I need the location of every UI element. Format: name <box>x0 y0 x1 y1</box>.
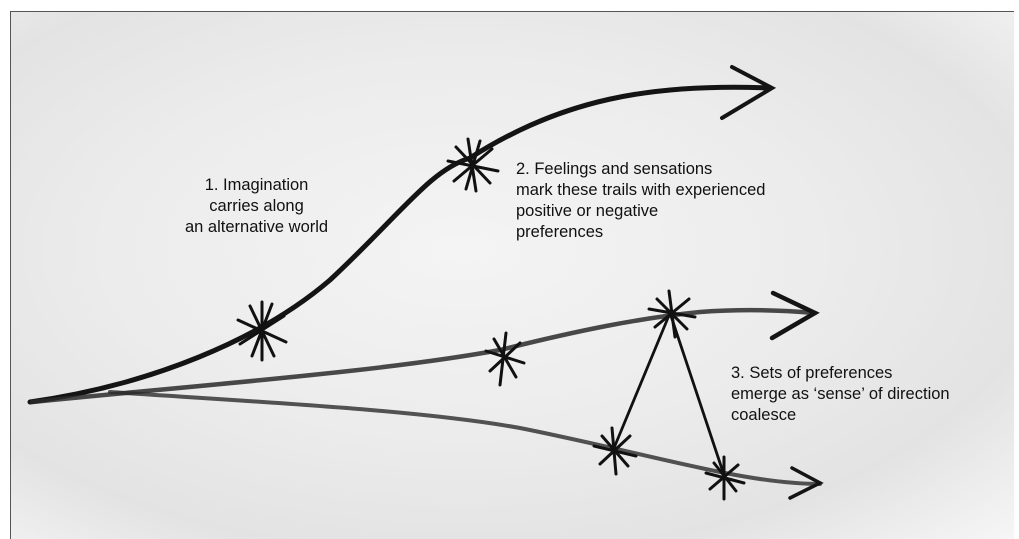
annotation-line: emerge as ‘sense’ of direction <box>731 385 950 403</box>
asterisk-mark-icon <box>647 289 697 339</box>
annotation-line: coalesce <box>731 406 797 424</box>
middle-trail <box>29 307 818 405</box>
upper-trail-arrowhead-icon <box>720 65 777 120</box>
lower-trail-arrowhead-icon <box>788 466 824 500</box>
paper-frame <box>10 11 1014 539</box>
preference-triangle <box>612 311 726 477</box>
annotation-line: 1. Imagination <box>204 176 309 194</box>
annotation-line: positive or negative <box>516 202 659 220</box>
upper-trail <box>27 84 773 405</box>
annotation-line: 2. Feelings and sensations <box>516 160 713 178</box>
asterisk-mark-icon <box>236 300 288 362</box>
lower-trail <box>108 390 822 486</box>
annotation-line: carries along <box>209 197 304 215</box>
annotation-imagination: 1. Imagination carries along an alternat… <box>185 175 328 238</box>
annotation-line: preferences <box>516 223 604 241</box>
annotation-line: an alternative world <box>185 218 329 236</box>
annotation-feelings: 2. Feelings and sensations mark these tr… <box>516 159 765 243</box>
annotation-preferences: 3. Sets of preferences emerge as ‘sense’… <box>731 363 950 426</box>
annotation-line: mark these trails with experienced <box>516 181 766 199</box>
asterisk-mark-icon <box>484 331 526 387</box>
middle-trail-arrowhead-icon <box>769 290 820 341</box>
asterisk-mark-icon <box>446 137 500 193</box>
annotation-line: 3. Sets of preferences <box>731 364 893 382</box>
asterisk-mark-icon <box>592 426 638 476</box>
asterisk-mark-icon <box>704 455 746 501</box>
